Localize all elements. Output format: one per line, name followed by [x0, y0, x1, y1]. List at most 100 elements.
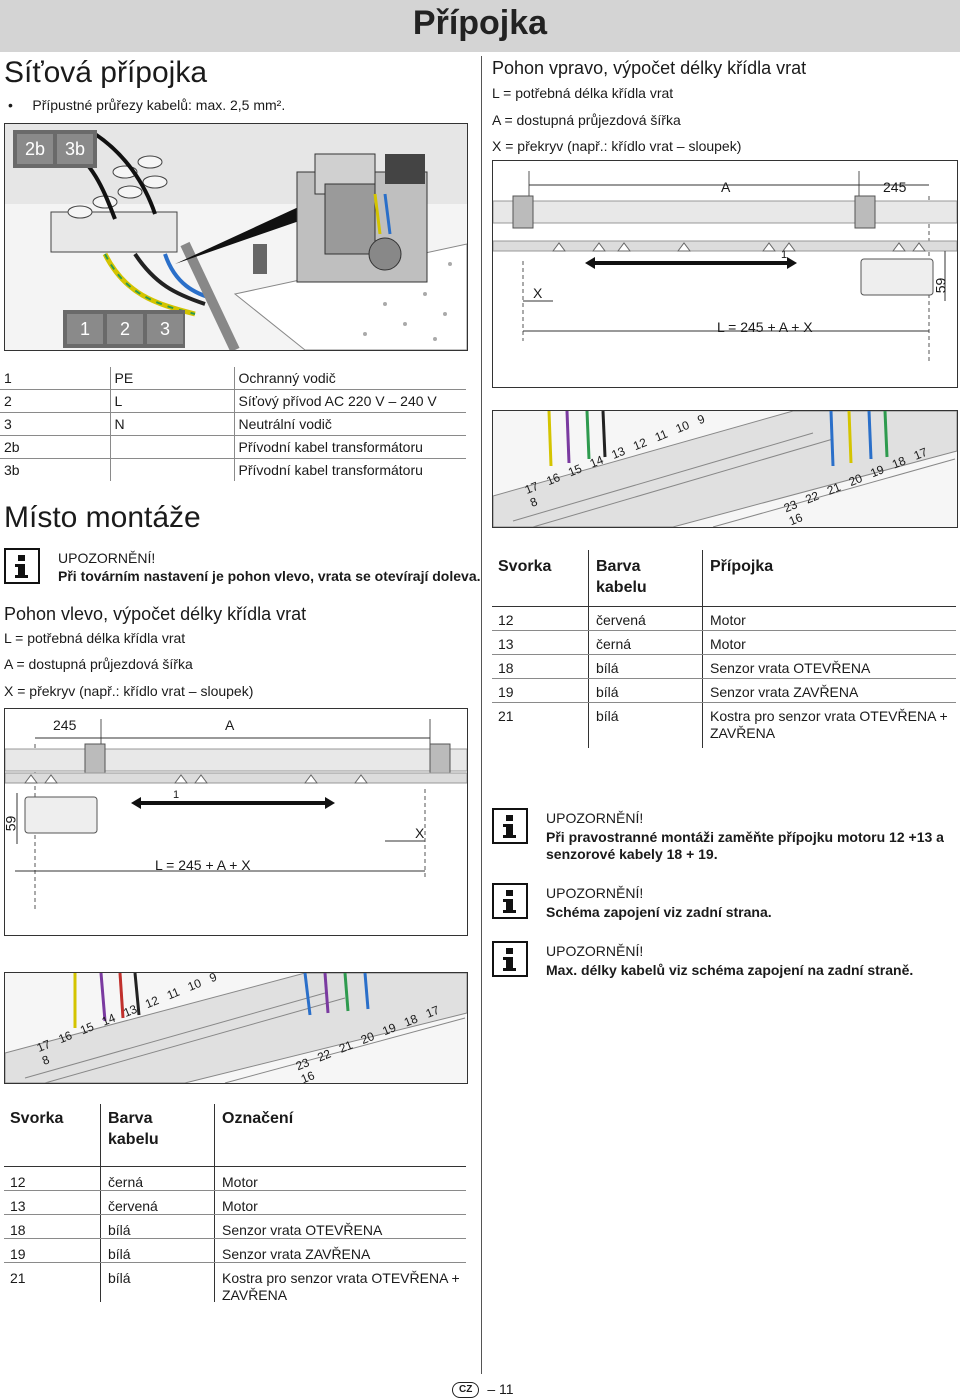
left-drive-l: L = potřebná délka křídla vrat: [4, 630, 186, 646]
cell-color: bílá: [108, 1270, 131, 1286]
note3-head: UPOZORNĚNÍ!: [546, 943, 644, 959]
terminal-22: 22: [315, 1046, 334, 1065]
right-drive-a: A = dostupná průjezdová šířka: [492, 112, 681, 128]
terminal-19: 19: [380, 1020, 399, 1039]
terminal-20: 20: [358, 1029, 377, 1048]
terminal-17b: 17: [423, 1002, 442, 1021]
cell-connection: Senzor vrata OTEVŘENA: [710, 660, 871, 676]
right-wiring-table: Svorka Barva kabelu Přípojka 12 červená …: [492, 550, 956, 748]
terminal-18: 18: [402, 1011, 420, 1030]
note3-text: Max. délky kabelů viz schéma zapojení na…: [546, 962, 914, 978]
cell-num: 3b: [0, 458, 110, 481]
terminal-15: 15: [78, 1019, 96, 1038]
label-1: 1: [67, 314, 103, 344]
col-header-terminal: Svorka: [10, 1110, 64, 1127]
terminal-9: 9: [695, 411, 707, 428]
mains-title: Síťová přípojka: [4, 56, 208, 89]
col-header-terminal: Svorka: [498, 558, 552, 575]
cell-desc: Přívodní kabel transformátoru: [233, 458, 466, 481]
terminal-20: 20: [846, 471, 865, 490]
right-drive-l: L = potřebná délka křídla vrat: [492, 85, 674, 101]
terminal-21: 21: [337, 1037, 355, 1056]
cell-terminal: 21: [10, 1270, 26, 1286]
left-gate-diagram: [5, 719, 467, 909]
right-drive-title: Pohon vpravo, výpočet délky křídla vrat: [492, 58, 807, 78]
mount-note-head: UPOZORNĚNÍ!: [58, 550, 156, 566]
cell-code: N: [109, 412, 234, 436]
cell-terminal: 13: [10, 1198, 26, 1214]
mains-bullet-text: Přípustné průřezy kabelů: max. 2,5 mm².: [32, 97, 286, 113]
left-terminal-figure: 17 16 15 14 13 12 11 10 9 8 23 22 21 20 …: [4, 972, 468, 1084]
cell-color: bílá: [596, 708, 619, 724]
terminal-19: 19: [868, 462, 887, 481]
mount-title: Místo montáže: [4, 501, 201, 534]
label-3: 3: [147, 314, 183, 344]
cell-connection: Kostra pro senzor vrata OTEVŘENA + ZAVŘE…: [710, 708, 948, 741]
col-header-connection: Přípojka: [710, 558, 774, 575]
left-drive-figure: 245 A 59 X L = 245 + A + X 1: [4, 708, 468, 936]
cell-terminal: 19: [10, 1246, 26, 1262]
page-number: 11: [499, 1381, 514, 1397]
cell-code: PE: [109, 367, 234, 390]
page-title: Přípojka: [412, 4, 548, 42]
cell-num: 3: [0, 412, 110, 436]
cell-num: 2b: [0, 435, 110, 459]
terminal-12: 12: [143, 993, 161, 1012]
cell-num: 2: [0, 389, 110, 413]
mains-connection-figure: 2b 3b 1 2 3: [4, 123, 468, 351]
cell-code: L: [109, 389, 234, 413]
terminal-11: 11: [652, 426, 670, 445]
cell-connection: Senzor vrata ZAVŘENA: [710, 684, 859, 700]
cell-code: [109, 458, 234, 481]
label-2: 2: [107, 314, 143, 344]
cell-color: bílá: [596, 660, 619, 676]
dim-x-label: X: [415, 825, 425, 841]
right-terminal-strip: [493, 411, 957, 527]
cell-desc: Přívodní kabel transformátoru: [233, 435, 466, 459]
dim-a-label: A: [225, 717, 235, 733]
terminal-16: 16: [56, 1028, 75, 1047]
dim-245-label: 245: [883, 179, 907, 195]
label-3b: 3b: [57, 134, 93, 164]
cell-terminal: 12: [498, 612, 514, 628]
cell-color: bílá: [596, 684, 619, 700]
column-divider: [481, 56, 482, 1374]
page-footer: CZ– 11: [452, 1381, 514, 1398]
cell-connection: Motor: [710, 612, 746, 628]
terminal-17b: 17: [911, 444, 930, 463]
terminal-15: 15: [566, 461, 584, 480]
cell-color: červená: [108, 1198, 158, 1214]
cell-label: Kostra pro senzor vrata OTEVŘENA + ZAVŘE…: [222, 1270, 460, 1303]
cell-desc: Síťový přívod AC 220 V – 240 V: [233, 389, 466, 413]
cell-color: červená: [596, 612, 646, 628]
length-formula: L = 245 + A + X: [155, 857, 251, 873]
note1-text: Při pravostranné montáži zaměňte přípojk…: [546, 829, 944, 862]
right-drive-x: X = překryv (např.: křídlo vrat – sloupe…: [492, 138, 742, 154]
info-icon: [4, 548, 40, 584]
info-icon: [492, 808, 528, 844]
right-terminal-figure: 17 16 15 14 13 12 11 10 9 8 23 22 21 20 …: [492, 410, 958, 528]
note2-text: Schéma zapojení viz zadní strana.: [546, 904, 772, 920]
left-drive-title: Pohon vlevo, výpočet délky křídla vrat: [4, 604, 307, 624]
cell-desc: Ochranný vodič: [233, 367, 466, 390]
terminal-12: 12: [631, 435, 649, 454]
terminal-9: 9: [207, 972, 219, 986]
left-drive-x: X = překryv (např.: křídlo vrat – sloupe…: [4, 683, 254, 699]
cell-label: Motor: [222, 1198, 258, 1214]
dim-x-label: X: [533, 285, 543, 301]
terminal-13: 13: [121, 1001, 140, 1020]
terminal-10: 10: [673, 417, 692, 436]
terminal-18: 18: [890, 453, 908, 472]
terminal-14: 14: [587, 452, 606, 471]
mount-note-text: Při továrním nastavení je pohon vlevo, v…: [58, 568, 481, 584]
terminal-21: 21: [825, 479, 843, 498]
cell-terminal: 18: [498, 660, 514, 676]
note2-head: UPOZORNĚNÍ!: [546, 885, 644, 901]
dim-59-label: 59: [4, 815, 19, 832]
terminal-22: 22: [803, 488, 822, 507]
terminal-13: 13: [609, 443, 628, 462]
note1-head: UPOZORNĚNÍ!: [546, 810, 644, 826]
label-2b: 2b: [17, 134, 53, 164]
info-icon: [492, 941, 528, 977]
